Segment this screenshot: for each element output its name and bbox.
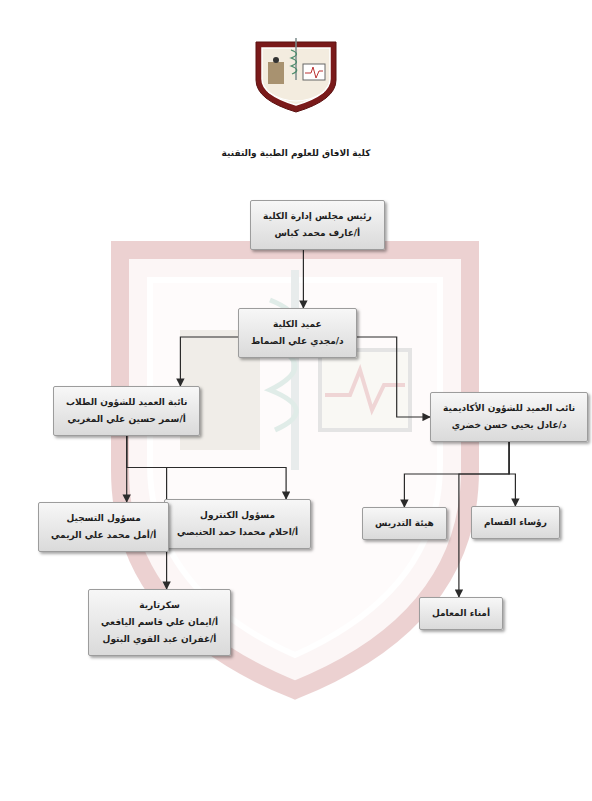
box-name: أ/سمر حسين علي المغربي: [66, 411, 187, 428]
box-heading: رؤساء القسام: [484, 514, 547, 531]
org-box: هيئة التدريس: [362, 507, 447, 540]
org-box: عميد الكليةد/مجدي علي الصماط: [238, 308, 357, 358]
connector-arrow: [357, 337, 430, 417]
box-heading: نائب العميد للشؤون الأكاديمية: [443, 400, 575, 417]
box-name: أ/عارف محمد كباس: [263, 225, 372, 242]
box-heading: عميد الكلية: [251, 316, 344, 333]
college-logo: [256, 38, 336, 112]
page-title: كلية الافاق للعلوم الطبية والتقنية: [0, 148, 592, 158]
connector-arrow: [303, 250, 304, 308]
connector-arrow: [509, 442, 515, 506]
org-box: سكرتاريةأ/ايمان علي قاسم اليافعيأ/غفران …: [88, 589, 231, 656]
box-name: د/مجدي علي الصماط: [251, 333, 344, 350]
org-box: أمناء المعامل: [419, 597, 503, 630]
box-heading: نائبة العميد للشؤون الطلاب: [66, 394, 187, 411]
org-box: نائب العميد للشؤون الأكاديميةد/عادل يحيى…: [430, 392, 588, 442]
box-heading: أمناء المعامل: [432, 605, 490, 622]
box-name: أ/احلام محمدا حمد الحنبصي: [177, 524, 298, 541]
org-box: رئيس مجلس إدارة الكليةأ/عارف محمد كباس: [250, 200, 385, 250]
box-heading: مسؤول التسجيل: [51, 510, 156, 527]
box-name: أ/أمل محمد علي الريمي: [51, 527, 156, 544]
connector-arrow: [180, 337, 238, 386]
box-heading: هيئة التدريس: [375, 515, 434, 532]
org-box: مسؤول الكنترولأ/احلام محمدا حمد الحنبصي: [164, 499, 311, 549]
box-name: أ/ايمان علي قاسم اليافعي: [101, 614, 218, 631]
box-name: أ/غفران عبد القوي البتول: [101, 631, 218, 648]
box-heading: سكرتارية: [101, 597, 218, 614]
box-name: د/عادل يحيى حسن خضري: [443, 417, 575, 434]
org-box: نائبة العميد للشؤون الطلابأ/سمر حسين علي…: [53, 386, 200, 436]
box-heading: مسؤول الكنترول: [177, 507, 298, 524]
box-heading: رئيس مجلس إدارة الكلية: [263, 208, 372, 225]
org-box: رؤساء القسام: [471, 506, 560, 539]
org-box: مسؤول التسجيلأ/أمل محمد علي الريمي: [38, 502, 169, 552]
